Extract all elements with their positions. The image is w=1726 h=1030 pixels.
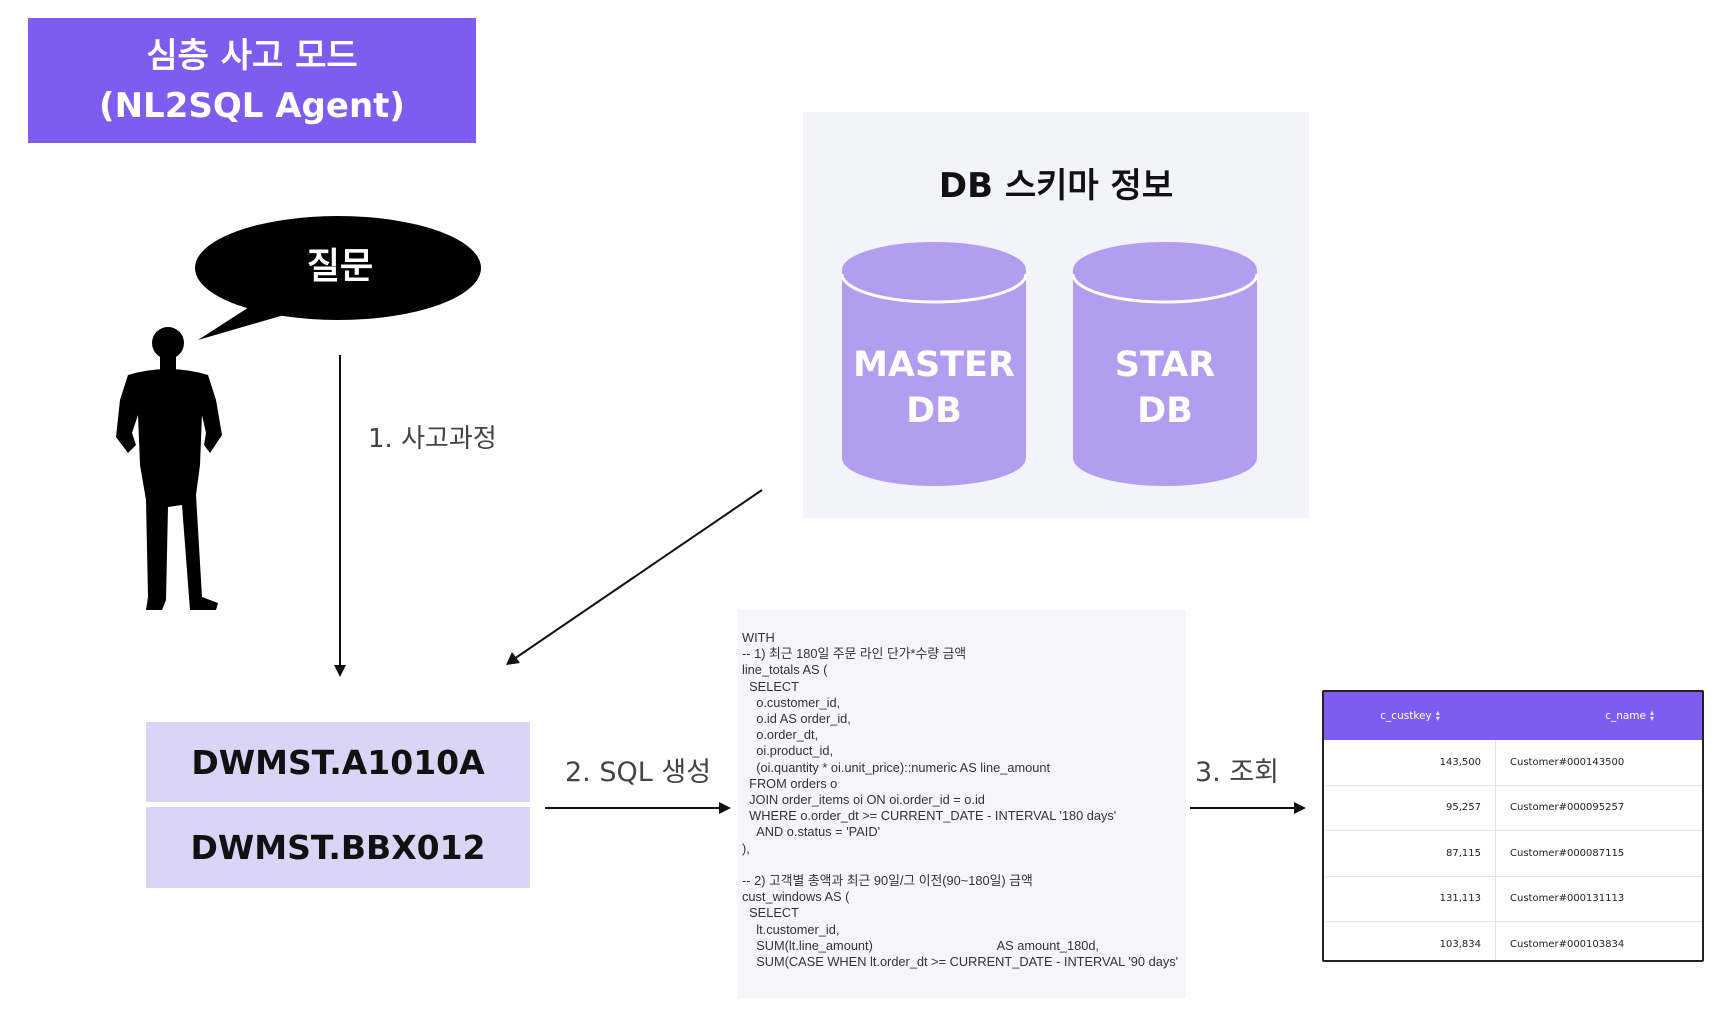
table-row[interactable]: 87,115 Customer#000087115	[1324, 830, 1702, 876]
database-cylinder-icon	[1071, 242, 1259, 486]
database-cylinder-icon	[840, 242, 1028, 486]
mode-title-line2: (NL2SQL Agent)	[99, 85, 405, 126]
cell-custkey: 103,834	[1324, 922, 1496, 960]
arrow-icon-step2	[545, 802, 731, 814]
cell-name: Customer#000087115	[1510, 847, 1625, 859]
column-header-name[interactable]: c_name ▴▾	[1605, 708, 1654, 723]
arrow-icon-schema	[506, 489, 763, 665]
cell-custkey: 143,500	[1324, 740, 1496, 785]
question-label: 질문	[306, 246, 374, 287]
column-header-custkey[interactable]: c_custkey ▴▾	[1380, 708, 1440, 723]
step1-label: 1. 사고과정	[368, 424, 497, 454]
sql-code: WITH -- 1) 최근 180일 주문 라인 단가*수량 금액 line_t…	[742, 630, 1179, 970]
cell-name: Customer#000143500	[1510, 756, 1625, 768]
result-header-row: c_custkey ▴▾ c_name ▴▾	[1324, 692, 1702, 740]
table-name-item: DWMST.BBX012	[146, 807, 530, 888]
mode-title-line1: 심층 사고 모드	[146, 35, 358, 76]
cell-custkey: 131,113	[1324, 876, 1496, 921]
table-row[interactable]: 131,113 Customer#000131113	[1324, 875, 1702, 921]
mode-title-box: 심층 사고 모드 (NL2SQL Agent)	[28, 18, 476, 143]
sort-icon[interactable]: ▴▾	[1435, 708, 1440, 723]
cell-custkey: 95,257	[1324, 785, 1496, 830]
speech-bubble-icon	[195, 216, 481, 340]
table-name-item: DWMST.A1010A	[146, 722, 530, 802]
sql-code-panel: WITH -- 1) 최근 180일 주문 라인 단가*수량 금액 line_t…	[738, 610, 1186, 998]
sort-icon[interactable]: ▴▾	[1649, 708, 1654, 723]
cell-name: Customer#000131113	[1510, 893, 1625, 905]
master-db-label: MASTER DB	[853, 345, 1015, 431]
step3-label: 3. 조회	[1195, 757, 1280, 788]
cell-custkey: 87,115	[1324, 831, 1496, 876]
person-silhouette-icon	[116, 327, 222, 610]
table-row[interactable]: 103,834 Customer#000103834	[1324, 921, 1702, 960]
arrow-icon-step3	[1190, 802, 1306, 814]
step2-label: 2. SQL 생성	[565, 757, 712, 788]
star-db-label: STAR DB	[1114, 345, 1216, 431]
schema-title: DB 스키마 정보	[938, 166, 1174, 206]
arrow-icon-step1	[334, 355, 346, 677]
table-row[interactable]: 143,500 Customer#000143500	[1324, 740, 1702, 785]
cell-name: Customer#000095257	[1510, 802, 1625, 814]
cell-name: Customer#000103834	[1510, 938, 1625, 950]
table-row[interactable]: 95,257 Customer#000095257	[1324, 784, 1702, 830]
